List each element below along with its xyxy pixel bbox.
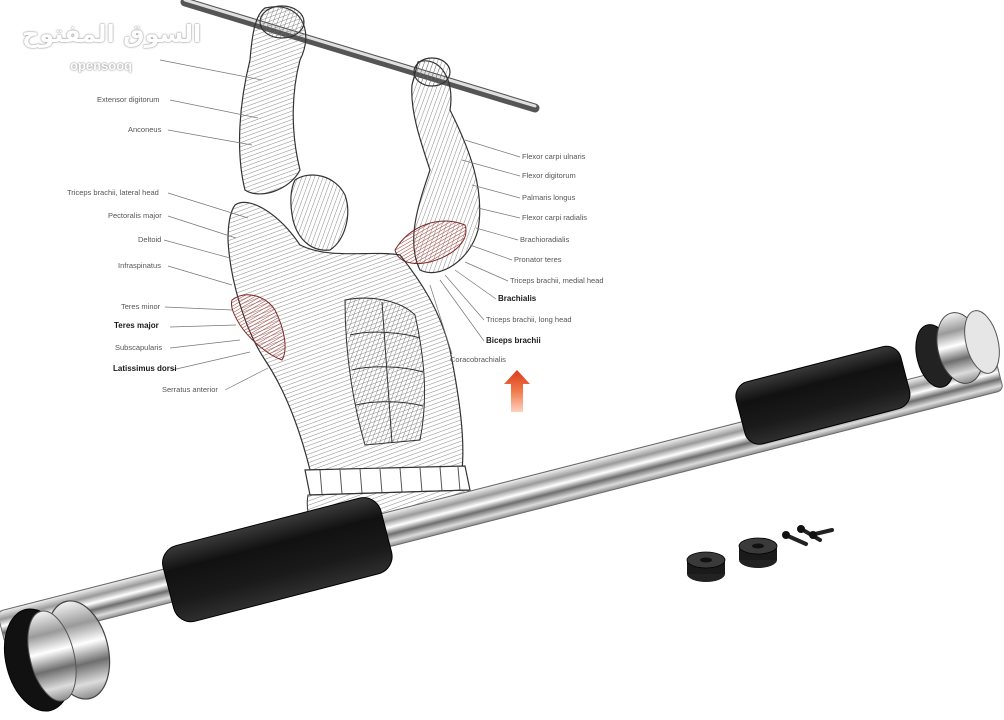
- label-infraspinatus: Infraspinatus: [118, 261, 161, 270]
- anatomy-figure: [227, 5, 481, 531]
- label-brachioradialis: Brachioradialis: [520, 235, 570, 244]
- label-latissimus-dorsi: Latissimus dorsi: [113, 364, 177, 373]
- label-flexor-digitorum: Flexor digitorum: [522, 171, 576, 180]
- label-teres-major: Teres major: [114, 321, 159, 330]
- label-pectoralis-major: Pectoralis major: [108, 211, 162, 220]
- label-triceps-long: Triceps brachii, long head: [486, 315, 572, 324]
- accessory-rings: [686, 537, 778, 582]
- label-teres-minor: Teres minor: [121, 302, 161, 311]
- right-leader-lines: [429, 139, 521, 355]
- watermark-arabic: السوق المفتوح: [22, 20, 202, 48]
- left-end-cap: [3, 600, 111, 712]
- label-coracobrachialis: Coracobrachialis: [450, 355, 506, 364]
- label-serratus-anterior: Serratus anterior: [162, 385, 218, 394]
- label-flexor-carpi-radialis: Flexor carpi radialis: [522, 213, 588, 222]
- label-flexor-carpi-ulnaris: Flexor carpi ulnaris: [522, 152, 586, 161]
- label-biceps-brachii: Biceps brachii: [486, 336, 541, 345]
- accessory-screws: [782, 525, 834, 546]
- label-triceps-lateral: Triceps brachii, lateral head: [67, 188, 159, 197]
- up-arrow-icon: [504, 370, 530, 412]
- label-subscapularis: Subscapularis: [115, 343, 163, 352]
- label-triceps-medial: Triceps brachii, medial head: [510, 276, 604, 285]
- left-foam-grip: [162, 497, 393, 623]
- watermark-latin: opensooq: [70, 58, 133, 73]
- pullup-bar-product: [0, 310, 1003, 712]
- label-pronator-teres: Pronator teres: [514, 255, 562, 264]
- left-leader-lines: [159, 59, 269, 391]
- label-palmaris-longus: Palmaris longus: [522, 193, 576, 202]
- label-extensor-digitorum: Extensor digitorum: [97, 95, 160, 104]
- right-foam-grip: [735, 345, 911, 445]
- label-brachialis: Brachialis: [498, 294, 537, 303]
- label-anconeus: Anconeus: [128, 125, 162, 134]
- label-deltoid: Deltoid: [138, 235, 162, 244]
- right-end-cap: [915, 310, 1000, 388]
- illustration-bar: [180, 0, 540, 113]
